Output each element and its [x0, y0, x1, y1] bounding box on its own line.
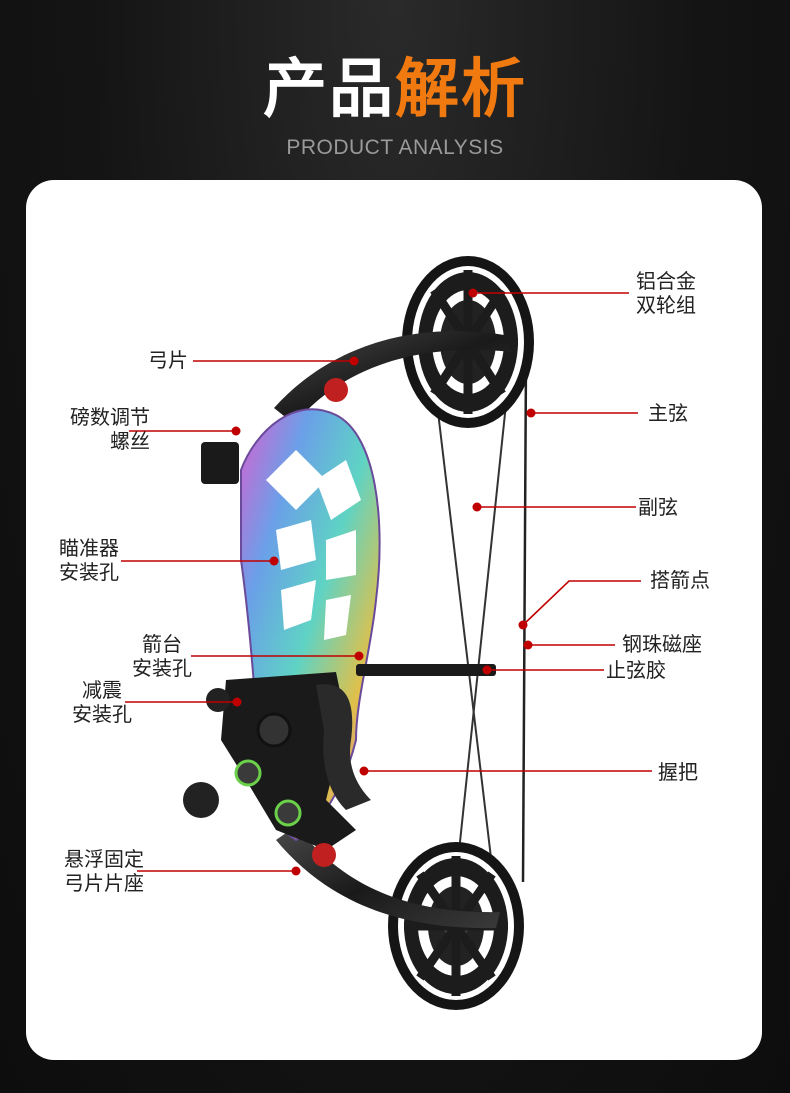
label-peep-mount: 钢珠磁座 [622, 632, 702, 656]
arrow-rest-arm [356, 664, 496, 676]
dot-main-string [526, 408, 536, 418]
string-group [435, 357, 528, 901]
cable-1 [435, 394, 497, 901]
page-subtitle: PRODUCT ANALYSIS [286, 136, 504, 159]
bow-diagram [121, 256, 652, 1010]
leader-nock-point [522, 580, 641, 626]
title-orange: 解析 [395, 53, 527, 127]
leader-lines [121, 292, 652, 872]
dot-stabilizer-mount [232, 697, 242, 707]
dot-cam [468, 288, 478, 298]
dot-rest-mount [354, 651, 364, 661]
grip-shape [316, 684, 371, 810]
dot-string-stop [482, 665, 492, 675]
cable-2 [455, 384, 509, 881]
label-nock-point: 搭箭点 [650, 568, 710, 592]
weight-screw-block [201, 442, 239, 484]
main-string [521, 357, 528, 883]
label-stabilizer-mount: 减震 安装孔 [72, 678, 132, 726]
riser [183, 378, 496, 867]
label-string-stop: 止弦胶 [606, 658, 666, 682]
label-rest-mount: 箭台 安装孔 [132, 632, 192, 680]
label-grip: 握把 [658, 760, 698, 784]
label-cable: 副弦 [638, 495, 678, 519]
dot-peep-mount [523, 640, 533, 650]
dot-limb-pocket [291, 866, 301, 876]
label-limb-pocket: 悬浮固定 弓片片座 [64, 847, 144, 895]
dot-grip [359, 766, 369, 776]
diagram-card: 铝合金 双轮组 弓片 磅数调节 螺丝 主弦 副弦 瞄准器 安装孔 搭箭点 钢珠磁… [26, 180, 762, 1060]
dot-cable [472, 502, 482, 512]
label-cam: 铝合金 双轮组 [636, 269, 696, 317]
title-white: 产品 [263, 53, 395, 127]
label-weight-screw: 磅数调节 螺丝 [70, 405, 150, 453]
page-title: 产品解析 [0, 50, 790, 130]
dot-weight-screw [231, 426, 241, 436]
label-limb: 弓片 [148, 348, 188, 372]
marker-dots [231, 288, 536, 876]
dot-sight-mount [269, 556, 279, 566]
dot-limb [349, 356, 359, 366]
dot-nock-point [518, 620, 528, 630]
label-sight-mount: 瞄准器 安装孔 [59, 536, 119, 584]
label-main-string: 主弦 [648, 401, 688, 425]
